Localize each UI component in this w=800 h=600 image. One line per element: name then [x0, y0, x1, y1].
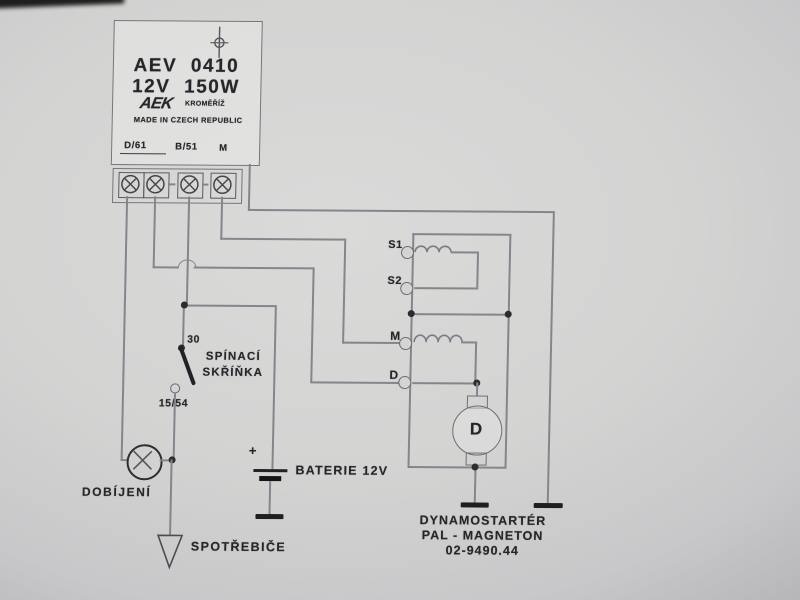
ground-symbol-motor — [460, 502, 489, 508]
wire-consumers — [169, 459, 173, 536]
charge-lamp-label: DOBÍJENÍ — [81, 484, 152, 500]
junction-mid-right — [504, 310, 512, 318]
switch-name-line1: SPÍNACÍ — [205, 350, 261, 364]
brand-logo: AEK — [138, 95, 175, 113]
terminal-d-label: D — [389, 367, 399, 382]
brand-city: KROMĚŘÍŽ — [185, 100, 225, 108]
wire-d61b-down — [152, 196, 156, 269]
crosshair-icon — [210, 26, 229, 58]
terminal-label-m: M — [219, 142, 228, 154]
wire-battery-plus — [271, 305, 277, 470]
wire-s1-loop-down — [476, 251, 479, 290]
switch-name-line2: SKŘÍŇKA — [202, 366, 264, 380]
battery-plus: + — [248, 442, 258, 459]
dynamo-bottom-edge — [407, 466, 506, 469]
consumers-label: SPOTŘEBIČE — [190, 539, 287, 555]
wire-d61-lamp — [120, 196, 128, 461]
dynamostarter-caption-line3: 02-9490.44 — [445, 543, 520, 558]
wire-case-right — [247, 208, 554, 213]
wire-to-terminal-d — [310, 381, 400, 384]
dynamostarter-caption-line1: DYNAMOSTARTÉR — [419, 513, 547, 529]
junction-mid-left — [407, 310, 415, 318]
dynamo-mid-wire — [410, 313, 509, 316]
ground-symbol-battery — [255, 513, 284, 519]
consumers-arrow-icon — [156, 534, 184, 570]
motor-label: D — [469, 419, 483, 439]
wire-mcoil-down — [474, 341, 477, 384]
made-in-label: MADE IN CZECH REPUBLIC — [133, 115, 243, 125]
dynamo-top-edge — [412, 233, 511, 236]
wire-d61b-right-a — [152, 266, 179, 269]
wire-d-to-motor — [412, 382, 477, 385]
wire-switch-battery — [183, 304, 276, 307]
wire-m-right — [220, 237, 346, 241]
regulator-model: AEV 0410 — [133, 55, 240, 77]
screw-icon-4 — [213, 175, 232, 195]
dynamo-right-edge — [504, 233, 511, 469]
wire-motor-top — [475, 382, 478, 397]
battery-plate-positive — [253, 468, 288, 472]
junction-motor-bottom — [471, 463, 479, 471]
wire-1554-down — [172, 392, 176, 461]
wire-m-down — [220, 196, 223, 240]
screw-icon-3 — [180, 175, 199, 194]
wire-switch-30 — [181, 304, 185, 348]
wire-case-ground — [546, 211, 555, 505]
lamp-x-icon — [132, 450, 153, 470]
regulator-rating: 12V 150W — [131, 76, 241, 98]
wire-m-down2 — [342, 238, 346, 344]
coil-s1-icon — [414, 245, 452, 253]
battery-label: BATERIE 12V — [295, 463, 389, 478]
wire-battery-neg — [268, 481, 271, 516]
screw-icon-2 — [146, 175, 165, 194]
screw-icon-1 — [121, 174, 140, 194]
terminal-label-b51: B/51 — [175, 141, 198, 153]
switch-blade — [178, 345, 196, 386]
wire-b51-down — [185, 196, 190, 306]
switch-30-label: 30 — [187, 333, 201, 346]
wire-case-down — [247, 163, 251, 211]
strip-dash-1 — [169, 183, 176, 186]
terminal-label-d61: D/61 — [124, 140, 147, 152]
wire-s2-loop — [414, 287, 478, 290]
dynamo-left-edge — [407, 233, 414, 468]
wire-d61b-right-b — [193, 266, 314, 269]
coil-m-icon — [413, 334, 463, 343]
wire-s1-right — [450, 251, 480, 254]
dynamostarter-caption-line2: PAL - MAGNETON — [421, 528, 544, 544]
strip-dash-2 — [203, 183, 209, 186]
junction-switch-top — [180, 301, 188, 309]
ground-symbol-case — [533, 502, 563, 508]
d61-underline — [120, 153, 167, 155]
wire-d61b-down2 — [310, 267, 315, 383]
